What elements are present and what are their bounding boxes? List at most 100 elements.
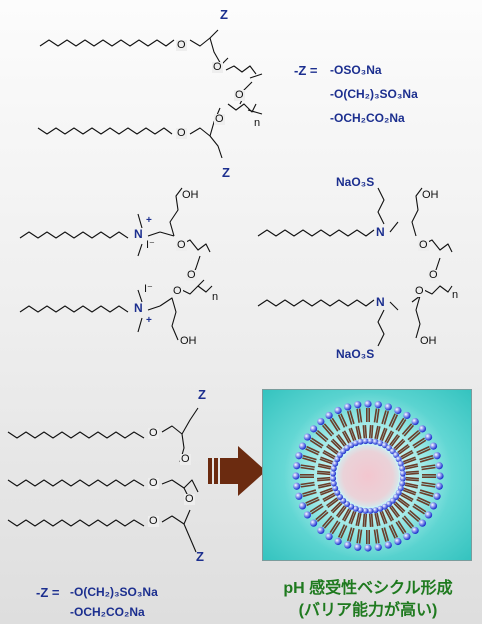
lipid-tail (393, 503, 404, 514)
lipid-tail (337, 434, 347, 446)
lipid-tail (421, 464, 436, 468)
lipid-tail (330, 501, 341, 512)
lipid-tail (405, 478, 419, 482)
lipid-head (399, 475, 406, 482)
lipid-tail (335, 435, 346, 447)
lipid-tail (397, 520, 407, 533)
lipid-head (394, 406, 402, 415)
lipid-tail (341, 508, 350, 521)
z-label-bottom: Z (196, 549, 204, 564)
lipid-tail (417, 496, 431, 504)
lipid-head (418, 519, 427, 527)
lipid-head (374, 401, 382, 409)
lipid-tail (397, 498, 409, 509)
lipid-head (411, 526, 419, 535)
lipid-tail (349, 527, 355, 542)
amine-n: N (376, 295, 385, 309)
lipid-head (330, 470, 337, 477)
lipid-tail (383, 527, 390, 542)
lipid-tail (397, 419, 407, 432)
lipid-tail (337, 524, 346, 538)
lipid-tail (413, 503, 427, 513)
lipid-tail (300, 481, 315, 486)
lipid-tail (381, 527, 387, 542)
lipid-head (352, 440, 359, 447)
lipid-head (362, 438, 369, 445)
lipid-tail (370, 425, 374, 439)
hydroxyl-bottom: OH (420, 335, 437, 347)
lipid-tail (417, 448, 431, 456)
lipid-tail (421, 484, 436, 488)
caption-barrier: (バリア能力が高い) (298, 602, 438, 619)
lipid-tail (320, 456, 334, 463)
z-option-oso3na: -OSO₃Na (330, 63, 382, 77)
lipid-tail (379, 511, 386, 525)
lipid-tail (401, 423, 413, 435)
lipid-head (354, 401, 362, 409)
lipid-head (418, 425, 427, 433)
lipid-tail (358, 529, 363, 544)
lipid-head (334, 489, 341, 496)
lipid-tail (395, 417, 405, 431)
lipid-head (374, 543, 382, 551)
lipid-head (362, 507, 369, 514)
oxygen-atom: O (176, 239, 187, 251)
caption-ph-vesicle: pH 感受性ベシクル形成 (283, 580, 453, 597)
amine-n: N (376, 225, 385, 239)
lipid-tail (416, 445, 430, 454)
plus-charge: + (146, 215, 152, 226)
lipid-tail (376, 529, 380, 544)
lipid-head (399, 470, 406, 477)
lipid-tail (335, 505, 346, 517)
oxygen-atom: O (176, 39, 187, 51)
lipid-tail (300, 466, 315, 471)
lipid-head (435, 462, 443, 470)
lipid-tail (419, 491, 434, 498)
lipid-tail (329, 419, 339, 432)
lipid-head (377, 440, 384, 447)
lipid-head (433, 492, 441, 500)
lipid-tail (317, 476, 331, 480)
lipid-tail (305, 448, 319, 456)
z-label-bottom: Z (222, 165, 230, 180)
hydroxyl-bottom: OH (180, 335, 197, 347)
lipid-tail (412, 505, 425, 515)
z-label-top: Z (220, 7, 228, 22)
lipid-head (357, 507, 364, 514)
lipid-tail (401, 492, 414, 501)
lipid-tail (327, 443, 339, 454)
lipid-tail (384, 430, 393, 443)
lipid-tail (421, 466, 436, 471)
lipid-head (403, 411, 411, 420)
lipid-tail (317, 470, 331, 474)
lipid-head (411, 417, 419, 426)
lipid-tail (317, 472, 331, 476)
lipid-head (330, 475, 337, 482)
lipid-tail (323, 449, 336, 458)
lipid-tail (421, 481, 436, 486)
lipid-tail (326, 445, 338, 455)
oxygen-atom: O (418, 239, 429, 251)
lipid-tail (407, 511, 420, 523)
hydroxyl-top: OH (182, 189, 199, 201)
z-equals-label: -Z = (36, 585, 60, 600)
lipid-head (399, 480, 406, 487)
lipid-tail (389, 506, 399, 518)
oxygen-atom: O (186, 269, 197, 281)
lipid-tail (340, 413, 348, 427)
lipid-head (325, 532, 333, 541)
lipid-tail (331, 417, 341, 431)
oxygen-atom: O (212, 61, 223, 73)
lipid-tail (315, 509, 327, 521)
lipid-tail (362, 513, 366, 527)
lipid-tail (386, 431, 395, 444)
lipid-tail (302, 457, 317, 463)
lipid-tail (401, 517, 413, 529)
oxygen-atom: O (428, 269, 439, 281)
hydroxyl-top: OH (422, 189, 439, 201)
lipid-tail (340, 525, 348, 539)
lipid-head (397, 460, 404, 467)
lipid-tail (376, 408, 380, 423)
